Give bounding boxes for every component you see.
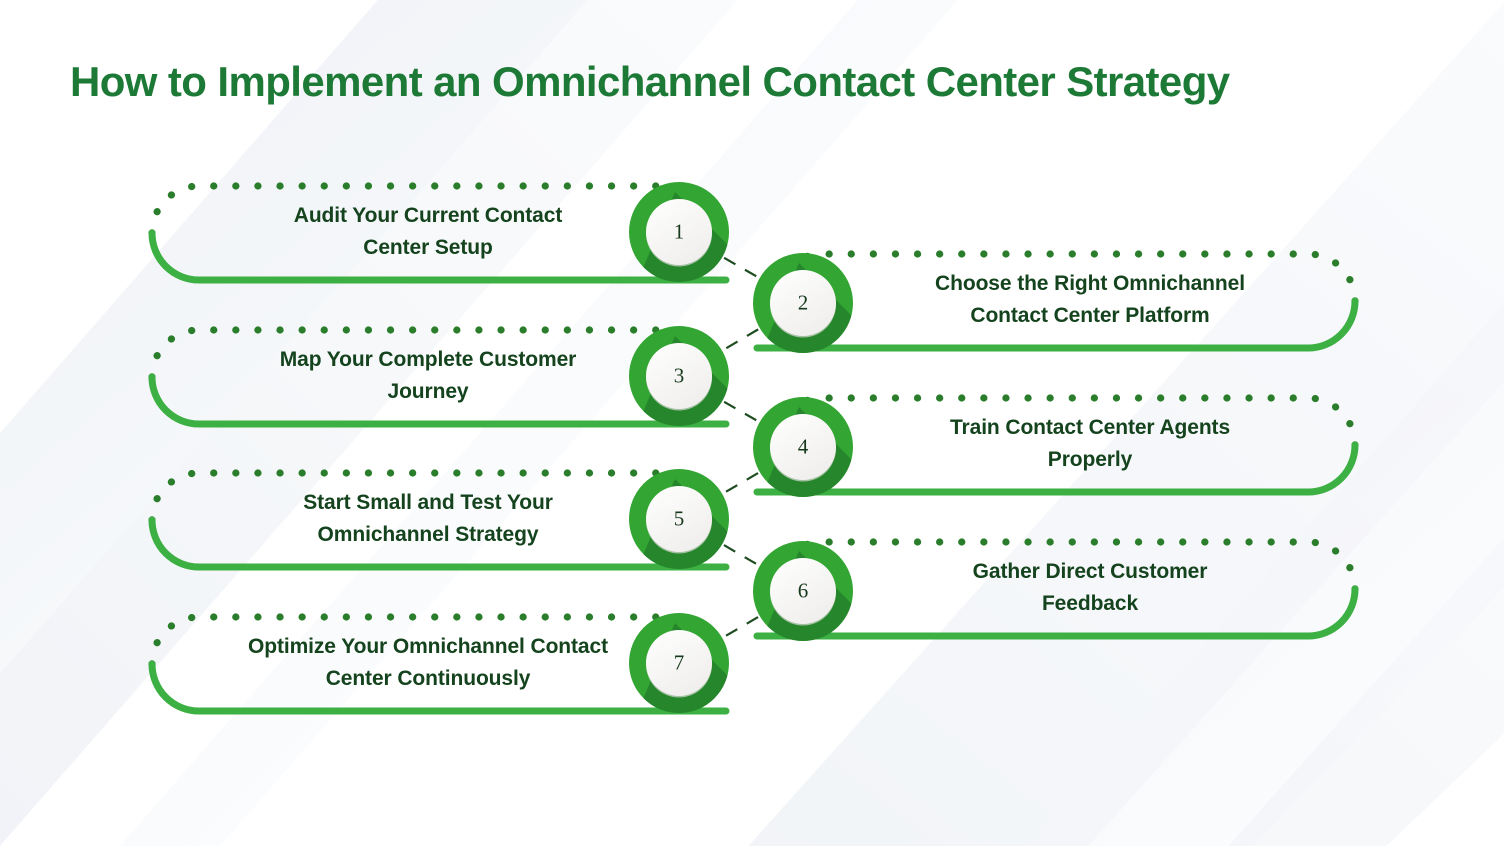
step-label-1: Audit Your Current Contact Center Setup	[293, 204, 563, 259]
connector-1-to-2	[723, 256, 759, 279]
step-number-5: 5	[673, 506, 685, 531]
step-label-4: Train Contact Center Agents Properly	[949, 416, 1231, 471]
step-label-7: Optimize Your Omnichannel Contact Center…	[248, 635, 608, 690]
connector-6-to-7	[723, 616, 759, 638]
step-label-2: Choose the Right Omnichannel Contact Cen…	[935, 272, 1245, 327]
connector-2-to-3	[723, 328, 759, 351]
connector-5-to-6	[723, 544, 759, 566]
step-label-5: Start Small and Test Your Omnichannel St…	[303, 491, 553, 546]
connector-4-to-5	[723, 472, 759, 494]
step-number-1: 1	[673, 219, 685, 244]
step-label-3: Map Your Complete Customer Journey	[279, 348, 577, 403]
step-label-6: Gather Direct Customer Feedback	[972, 560, 1208, 615]
step-number-7: 7	[673, 650, 685, 675]
step-number-3: 3	[673, 363, 685, 388]
step-number-4: 4	[797, 434, 809, 459]
step-number-2: 2	[797, 290, 809, 315]
connector-3-to-4	[723, 400, 759, 423]
step-number-6: 6	[797, 578, 809, 603]
